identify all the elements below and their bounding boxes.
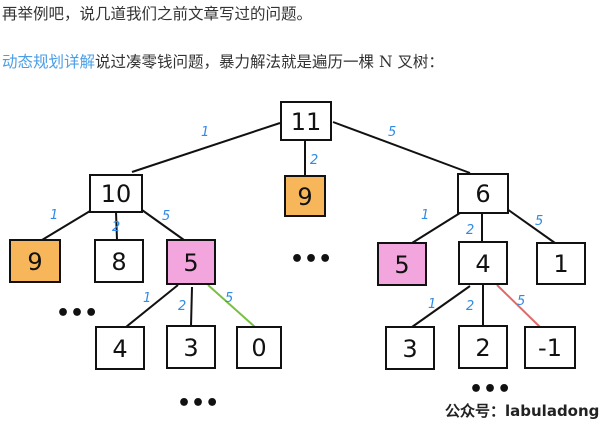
node-rm-label: 4 <box>475 250 490 278</box>
edge-lr-lrr-label: 5 <box>225 291 233 306</box>
description-rest: 说过凑零钱问题，暴力解法就是遍历一棵 N 叉树： <box>95 53 444 71</box>
node-lrm-label: 3 <box>183 334 198 362</box>
edge-rm-rmr-label: 5 <box>517 294 525 309</box>
edge-lr-lrm <box>190 286 193 327</box>
edge-root-l <box>131 122 281 173</box>
node-root-label: 11 <box>291 108 322 136</box>
node-m <box>284 175 326 217</box>
edge-r-rr-label: 5 <box>535 214 543 229</box>
node-rl-label: 5 <box>394 251 409 279</box>
node-l <box>89 174 143 213</box>
edge-rm-rmr <box>496 284 541 328</box>
edge-root-r-label: 5 <box>388 125 396 140</box>
ellipsis-bottom-left: ••• <box>177 391 219 416</box>
node-rm <box>458 241 508 285</box>
node-l-label: 10 <box>101 180 132 208</box>
edge-l-lr <box>134 204 185 241</box>
node-ll-label: 9 <box>27 248 42 276</box>
edge-rm-rmm-label: 2 <box>466 299 474 314</box>
node-lrl <box>95 326 145 370</box>
node-lrl-label: 4 <box>112 335 127 363</box>
edge-r-rr <box>499 203 556 244</box>
dp-article-link[interactable]: 动态规划详解 <box>2 53 96 71</box>
intro-line: 再举例吧，说几道我们之前文章写过的问题。 <box>2 5 313 23</box>
node-ll <box>9 239 61 283</box>
node-lm <box>94 239 144 283</box>
node-lr-label: 5 <box>183 249 198 277</box>
node-rmr-label: -1 <box>538 334 562 362</box>
edge-l-lr-label: 5 <box>162 209 170 224</box>
node-lm-label: 8 <box>111 248 126 276</box>
edge-r-rl-label: 1 <box>421 208 429 223</box>
edge-lr-lrr <box>207 284 256 328</box>
edge-root-r <box>332 121 471 174</box>
node-lrm <box>166 325 216 369</box>
node-rmm <box>458 325 508 369</box>
node-rmm-label: 2 <box>475 334 490 362</box>
node-root <box>280 101 332 141</box>
watermark: 公众号：labuladong <box>445 402 599 420</box>
edge-root-l-label: 1 <box>201 125 209 140</box>
edge-l-lm <box>115 211 118 241</box>
node-rl <box>377 242 427 286</box>
node-r <box>457 173 509 214</box>
edge-lr-lrm-label: 2 <box>178 299 186 314</box>
edge-rm-rml <box>411 285 471 328</box>
edge-l-lm-label: 2 <box>112 220 120 235</box>
node-rml-label: 3 <box>402 335 417 363</box>
node-lrr <box>236 326 282 369</box>
ellipsis-bottom-right: ••• <box>469 377 511 402</box>
edge-lr-lrl-label: 1 <box>143 291 151 306</box>
node-m-label: 9 <box>297 183 312 211</box>
node-rml <box>385 326 435 370</box>
edge-lr-lrl <box>125 284 179 328</box>
node-rmr <box>524 326 576 369</box>
ellipsis-left: ••• <box>56 301 98 326</box>
node-rr-label: 1 <box>553 250 568 278</box>
edge-root-m-label: 2 <box>310 153 318 168</box>
node-rr <box>536 242 586 285</box>
edge-r-rm-label: 2 <box>466 223 474 238</box>
description-line: 动态规划详解说过凑零钱问题，暴力解法就是遍历一棵 N 叉树： <box>2 50 444 72</box>
edge-rm-rml-label: 1 <box>428 297 436 312</box>
ellipsis-middle: ••• <box>290 247 332 272</box>
edge-l-ll-label: 1 <box>50 208 58 223</box>
node-lrr-label: 0 <box>251 334 266 362</box>
node-r-label: 6 <box>475 180 490 208</box>
node-lr <box>166 239 216 285</box>
